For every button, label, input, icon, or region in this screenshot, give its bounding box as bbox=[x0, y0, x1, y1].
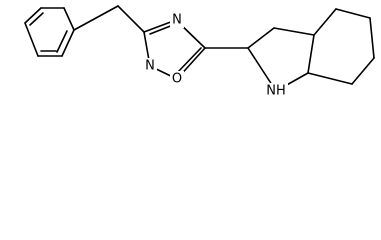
oxadiazole-double-c5-o1 bbox=[175, 47, 202, 75]
cyclohexane-bond-3 bbox=[369, 17, 375, 59]
atom-label-background-nh bbox=[264, 83, 288, 99]
benzene-ring bbox=[24, 7, 75, 57]
atom-label-background-o1 bbox=[170, 71, 184, 87]
benzene-bond-3 bbox=[63, 7, 75, 31]
atom-label-background-n2 bbox=[143, 58, 157, 74]
pyrrolidine-bond-1 bbox=[247, 27, 275, 49]
cyclohexane-bond-1 bbox=[313, 8, 337, 36]
pyrrolidine-bond-3 bbox=[307, 34, 315, 74]
atom-label-n4: N bbox=[172, 13, 182, 28]
cyclohexane-bond-4 bbox=[351, 57, 375, 85]
atom-label-n2: N bbox=[145, 59, 155, 74]
pyrrolidine-bond-2 bbox=[273, 27, 315, 36]
cyclohexane-bond-2 bbox=[335, 8, 371, 19]
benzyl-linker bbox=[73, 5, 145, 33]
benzene-bond-4 bbox=[61, 29, 75, 57]
benzene-bond-1 bbox=[24, 7, 42, 24]
benzylic-bond-2 bbox=[117, 5, 145, 33]
oxadiazole-double-c3-n4 bbox=[149, 24, 174, 35]
molecule-diagram: N N O NH bbox=[24, 5, 375, 99]
cyclohexane-ring bbox=[307, 8, 375, 85]
benzene-bond-6 bbox=[24, 22, 39, 57]
benzylic-bond-1 bbox=[73, 5, 119, 31]
benzene-inner-double-1 bbox=[29, 12, 44, 26]
cyclohexane-bond-5 bbox=[307, 72, 353, 85]
atom-label-background-n4 bbox=[170, 12, 184, 28]
atom-label-nh: NH bbox=[266, 84, 286, 99]
chemical-structure-canvas: N N O NH bbox=[0, 0, 381, 106]
benzene-inner-double-2 bbox=[56, 30, 68, 53]
atom-labels: N N O NH bbox=[143, 12, 288, 99]
pyrrolidine-ring bbox=[247, 27, 315, 92]
atom-label-o1: O bbox=[172, 72, 182, 87]
